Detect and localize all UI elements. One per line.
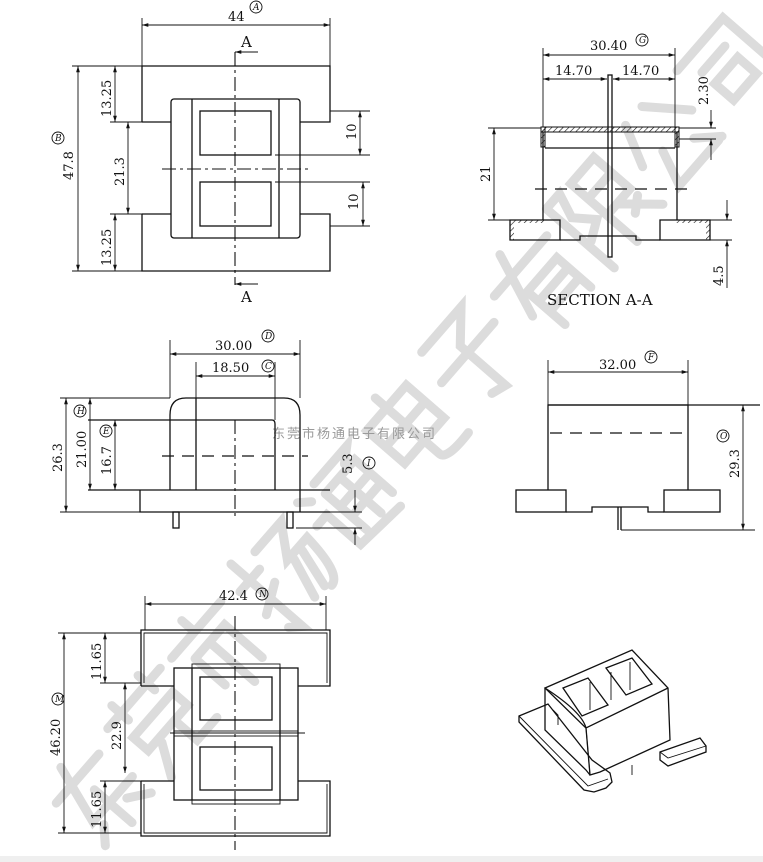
dim-half-right: 14.70 [622,64,659,79]
dim-inner-width: 18.50 [212,361,249,376]
dim-outer-width: 30.00 [215,339,252,354]
ref-n: N [258,590,268,600]
watermark-small: 东莞市杨通电子有限公司 [272,426,437,442]
dim-flange-bottom: 13.25 [100,229,115,266]
ref-b: B [54,134,62,144]
isometric-view [518,649,707,793]
ref-c: C [265,362,272,372]
dim-height: 47.8 [62,151,77,180]
section-mark-top: A [240,33,252,51]
dim-bottom-gap: 22.9 [110,721,125,750]
ref-d: D [264,332,272,342]
ref-i: I [366,459,371,469]
top-view: A A 44 A 47.8 B 13.25 21.3 13.25 10 10 [51,0,370,306]
ref-f: F [647,353,655,363]
section-view: 30.40 G 14.70 14.70 21 2.30 4.5 SECTION … [479,33,732,309]
section-title: SECTION A-A [547,291,653,309]
ref-e: E [102,427,110,437]
dim-width: 44 [228,10,245,25]
dim-pin-length: 5.3 [341,453,356,474]
dim-side-height: 29.3 [728,449,743,478]
front-view: 30.00 D 18.50 C 26.3 21.00 H 16.7 E 5.3 … [51,329,376,545]
side-view: 32.00 F 29.3 O [515,350,760,531]
ref-h: H [76,407,85,417]
ref-g: G [639,36,646,46]
dim-bottom-height: 46.20 [49,719,64,756]
dim-section-height: 21 [479,165,494,182]
ref-o: O [720,432,728,442]
dim-gap: 21.3 [113,157,128,186]
dim-base: 4.5 [712,265,727,286]
dim-window-top: 10 [345,123,360,140]
dim-side-width: 32.00 [599,358,636,373]
ref-m: M [54,695,65,705]
dim-bottom-flange-top: 11.65 [90,643,105,680]
dim-window-bottom: 10 [347,193,362,210]
dim-section-width: 30.40 [590,39,627,54]
dim-body-height: 21.00 [75,431,90,468]
dim-bottom-width: 42.4 [219,589,248,604]
bottom-view: 42.4 N 46.20 M 11.65 22.9 11.65 [49,587,331,850]
dim-half-left: 14.70 [555,64,592,79]
section-mark-bottom: A [240,288,252,306]
dim-total-height: 26.3 [51,443,66,472]
dim-bottom-flange-bottom: 11.65 [90,791,105,828]
bottom-strip [0,856,763,862]
ref-a: A [252,3,260,13]
dim-window-height: 16.7 [100,446,115,475]
dim-flange-top: 13.25 [100,80,115,117]
dim-wall: 2.30 [697,76,712,105]
